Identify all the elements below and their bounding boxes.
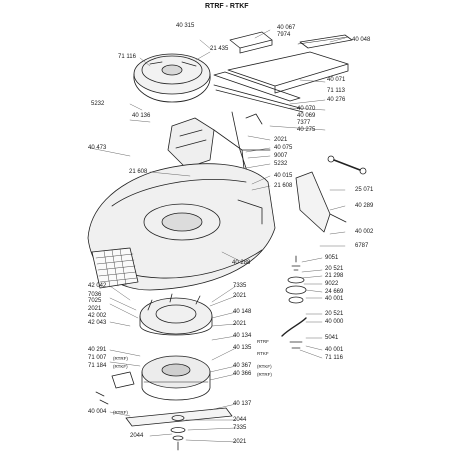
wrench-part <box>327 155 367 175</box>
callout-40366-note: (RTRF) <box>257 372 272 377</box>
callout-7036: 7036 <box>88 292 102 298</box>
callout-7335-b: 7335 <box>233 425 247 431</box>
callout-2021-d: 2021 <box>233 321 247 327</box>
callout-2044-b: 2044 <box>130 433 144 439</box>
callout-9022: 9022 <box>325 281 339 287</box>
callout-42002: 42 002 <box>88 313 107 319</box>
fan-housing-part <box>139 293 213 336</box>
engine-cover-part <box>133 53 211 103</box>
callout-5232-left: 5232 <box>91 101 105 107</box>
motor-unit-part <box>111 355 211 401</box>
callout-40135-note: RTKF <box>257 351 269 356</box>
callout-40288: 40 288 <box>232 260 251 266</box>
callout-40366: 40 366 <box>233 371 252 377</box>
cutting-blade-part <box>125 407 233 427</box>
bolt-stack-part <box>281 255 307 349</box>
callout-71007: 71 007 <box>88 355 107 361</box>
callout-40148: 40 148 <box>233 309 252 315</box>
callout-21608-right: 21 608 <box>274 183 293 189</box>
callout-24669: 24 669 <box>325 289 344 295</box>
callout-40001: 40 001 <box>325 296 344 302</box>
callout-40069: 40 069 <box>297 113 316 119</box>
callout-40075: 40 075 <box>274 145 293 151</box>
callout-40001-b: 40 001 <box>325 347 344 353</box>
fasteners-part <box>95 391 186 451</box>
callout-40070: 40 070 <box>297 106 316 112</box>
callout-42043: 42 043 <box>88 320 107 326</box>
callout-40276: 40 276 <box>327 97 346 103</box>
callout-40067: 40 067 <box>277 25 296 31</box>
callout-2021-c: 2021 <box>88 306 102 312</box>
callout-40473: 40 473 <box>88 145 107 151</box>
callout-40367-note: (RTKF) <box>257 364 272 369</box>
callout-40048: 40 048 <box>352 37 371 43</box>
callout-40137: 40 137 <box>233 401 252 407</box>
discharge-grid-part <box>91 247 139 289</box>
diagram-title: RTRF - RTKF <box>205 3 249 10</box>
callout-5232-right: 5232 <box>274 161 288 167</box>
callout-71184: 71 184 <box>88 363 107 369</box>
callout-21298: 21 298 <box>325 273 344 279</box>
callout-71184-note: (RTKF) <box>113 364 128 369</box>
mower-deck-part <box>87 163 276 291</box>
callout-40015: 40 015 <box>274 173 293 179</box>
callout-40004-note: (RTRF) <box>113 410 128 415</box>
callout-71007-note: (RTRF) <box>113 356 128 361</box>
callout-40134-note: RTRF <box>257 339 269 344</box>
rear-cover-part <box>213 31 353 125</box>
callout-71116-bottom: 71 116 <box>325 355 343 361</box>
callout-40002: 40 002 <box>355 229 374 235</box>
callout-40275: 40 275 <box>297 127 316 133</box>
callout-40289: 40 289 <box>355 203 374 209</box>
callout-5041: 5041 <box>325 335 339 341</box>
callout-2021-b: 2021 <box>233 293 247 299</box>
callout-40291: 40 291 <box>88 347 107 353</box>
callout-9051: 9051 <box>325 255 339 261</box>
callout-40000: 40 000 <box>325 319 344 325</box>
callout-21608-left: 21 608 <box>129 169 148 175</box>
callout-20521-a: 20 521 <box>325 266 344 272</box>
callout-40071: 40 071 <box>327 77 346 83</box>
callout-7974: 7974 <box>277 32 291 38</box>
callout-2044-a: 2044 <box>233 417 247 423</box>
callout-40135: 40 135 <box>233 345 252 351</box>
callout-7335-a: 7335 <box>233 283 247 289</box>
callout-40315: 40 315 <box>176 23 195 29</box>
callout-40134: 40 134 <box>233 333 252 339</box>
callout-42042: 42 042 <box>88 283 107 289</box>
callout-6787: 6787 <box>355 243 369 249</box>
handle-bracket-part <box>167 111 271 189</box>
callout-7377: 7377 <box>297 120 311 126</box>
callout-21435: 21 435 <box>210 46 229 52</box>
callout-40004: 40 004 <box>88 409 107 415</box>
callout-7025: 7025 <box>88 298 102 304</box>
callout-40136: 40 136 <box>132 113 151 119</box>
callout-2021-e: 2021 <box>233 439 247 445</box>
callout-9007: 9007 <box>274 153 288 159</box>
callout-71116-top: 71 116 <box>118 54 136 60</box>
callout-40367: 40 367 <box>233 363 252 369</box>
callout-2021-a: 2021 <box>274 137 288 143</box>
side-flap-part <box>295 171 347 233</box>
callout-71113: 71 113 <box>327 88 345 94</box>
leader-lines <box>89 29 346 443</box>
callout-20521-b: 20 521 <box>325 311 344 317</box>
callout-25071: 25 071 <box>355 187 374 193</box>
